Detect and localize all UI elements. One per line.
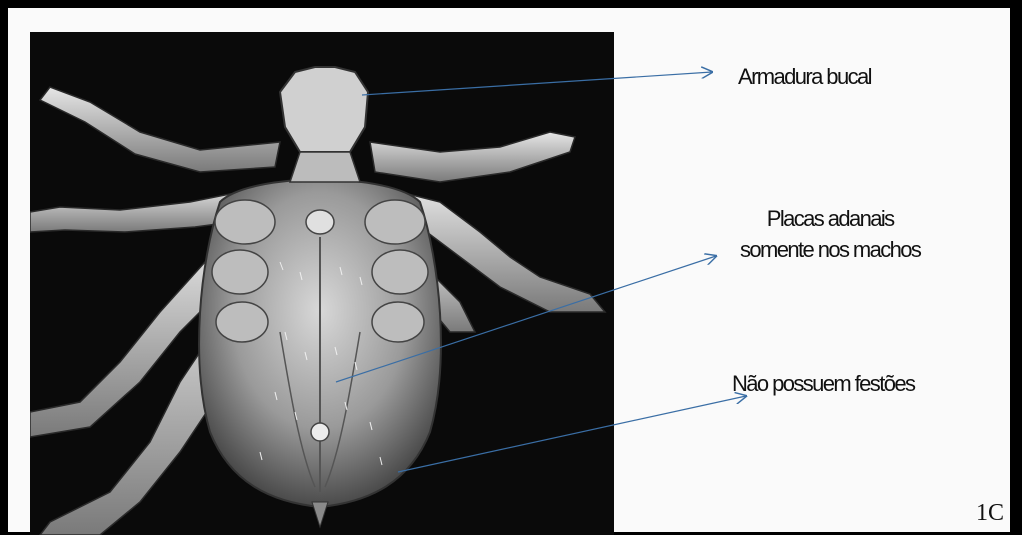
label-adanal-line1: Placas adanais (740, 203, 920, 234)
label-adanal-plates: Placas adanais somente nos machos (740, 203, 920, 265)
label-festoons: Não possuem festões (732, 371, 914, 397)
tick-micrograph (30, 32, 614, 535)
figure-id: 1C (976, 500, 1004, 527)
label-adanal-line2: somente nos machos (740, 234, 920, 265)
label-mouthparts: Armadura bucal (738, 64, 871, 90)
mouthparts (280, 67, 368, 152)
tick-illustration (30, 32, 614, 535)
